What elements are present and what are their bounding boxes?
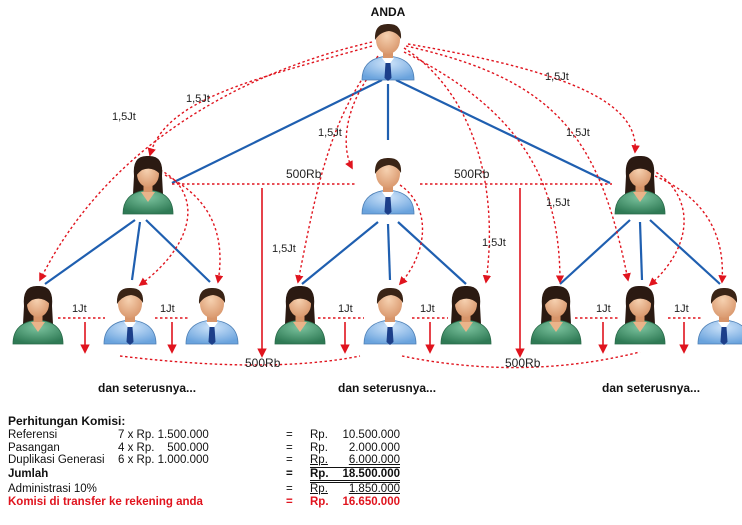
commission-calculation: Perhitungan Komisi: Referensi 7 x Rp. 1.… [8, 414, 438, 509]
generation-label: 1Jt [674, 303, 689, 315]
row-label: Duplikasi Generasi [8, 454, 105, 467]
pair-bonus-label: 500Rb [454, 167, 490, 181]
generation-label: 1Jt [596, 303, 611, 315]
row-currency: Rp. [310, 483, 328, 496]
person-center-leader-icon [361, 157, 415, 216]
row-currency: Rp. [310, 495, 329, 508]
row-equals: = [286, 441, 293, 454]
commission-label: 1,5Jt [482, 237, 506, 249]
commission-label: 1,5Jt [545, 71, 569, 83]
row-currency: Rp. [310, 454, 328, 467]
commission-label: 1,5Jt [272, 243, 296, 255]
row-amount: 18.500.000 [338, 466, 400, 484]
commission-label: 1,5Jt [186, 93, 210, 105]
row-equals: = [286, 454, 293, 467]
row-formula: 4 x Rp. 500.000 [118, 441, 209, 454]
row-amount: 1.850.000 [348, 483, 400, 496]
commission-label: 1,5Jt [112, 111, 136, 123]
you-label: ANDA [371, 5, 406, 19]
person-downline-icon [185, 287, 239, 346]
generation-label: 1Jt [420, 303, 435, 315]
row-equals: = [286, 482, 293, 495]
row-amount: 10.500.000 [342, 429, 400, 441]
row-formula [118, 467, 268, 482]
generation-label: 1Jt [338, 303, 353, 315]
row-currency: Rp. [310, 429, 328, 441]
row-amount: 16.650.000 [342, 495, 400, 508]
person-downline-icon [697, 287, 742, 346]
calculation-row-generation: Duplikasi Generasi 6 x Rp. 1.000.000 = R… [8, 454, 400, 467]
row-amount: 6.000.000 [348, 454, 400, 467]
commission-label: 1,5Jt [546, 197, 570, 209]
person-right-leader-icon [614, 155, 666, 215]
row-label: Komisi di transfer ke rekening anda [8, 495, 203, 508]
person-downline-icon [12, 285, 64, 345]
row-label: Jumlah [8, 468, 49, 481]
row-equals: = [286, 468, 293, 481]
pair-bonus-label: 500Rb [505, 356, 541, 370]
commission-arrows [39, 41, 727, 369]
person-downline-icon [103, 287, 157, 346]
row-currency: Rp. [310, 441, 328, 454]
commission-label: 1,5Jt [318, 127, 342, 139]
row-formula: 6 x Rp. 1.000.000 [118, 454, 209, 467]
row-equals: = [286, 495, 293, 508]
down-arrows [80, 188, 689, 358]
person-left-leader-icon [122, 155, 174, 215]
person-downline-icon [363, 287, 417, 346]
pair-bonus-label: 500Rb [286, 167, 322, 181]
continuation-label: dan seterusnya... [98, 381, 196, 395]
calculation-table: Referensi 7 x Rp. 1.500.000 = Rp. 10.500… [8, 429, 400, 509]
calculation-row-pair: Pasangan 4 x Rp. 500.000 = Rp. 2.000.000 [8, 442, 400, 455]
calculation-heading: Perhitungan Komisi: [8, 414, 126, 428]
network-diagram: ANDA 1,5Jt 1,5Jt 1,5Jt 1,5Jt 1,5Jt 1,5Jt… [12, 5, 742, 395]
row-amount: 2.000.000 [348, 441, 400, 454]
calculation-row-referral: Referensi 7 x Rp. 1.500.000 = Rp. 10.500… [8, 429, 400, 442]
row-label: Administrasi 10% [8, 482, 97, 495]
person-downline-icon [274, 285, 326, 345]
calculation-row-total: Jumlah = Rp. 18.500.000 [8, 466, 400, 484]
continuation-label: dan seterusnya... [338, 381, 436, 395]
calculation-row-admin: Administrasi 10% = Rp. 1.850.000 [8, 482, 400, 496]
person-downline-icon [614, 285, 666, 345]
structure-lines [44, 79, 721, 285]
row-label: Pasangan [8, 441, 60, 454]
generation-label: 1Jt [72, 303, 87, 315]
calculation-row-net: Komisi di transfer ke rekening anda = Rp… [8, 496, 400, 509]
generation-label: 1Jt [160, 303, 175, 315]
commission-label: 1,5Jt [566, 127, 590, 139]
person-downline-icon [530, 285, 582, 345]
row-equals: = [286, 429, 293, 441]
row-label: Referensi [8, 429, 58, 441]
row-formula: 7 x Rp. 1.500.000 [118, 429, 209, 441]
pair-bonus-label: 500Rb [245, 356, 281, 370]
person-downline-icon [440, 285, 492, 345]
continuation-label: dan seterusnya... [602, 381, 700, 395]
row-currency: Rp. [310, 466, 338, 484]
